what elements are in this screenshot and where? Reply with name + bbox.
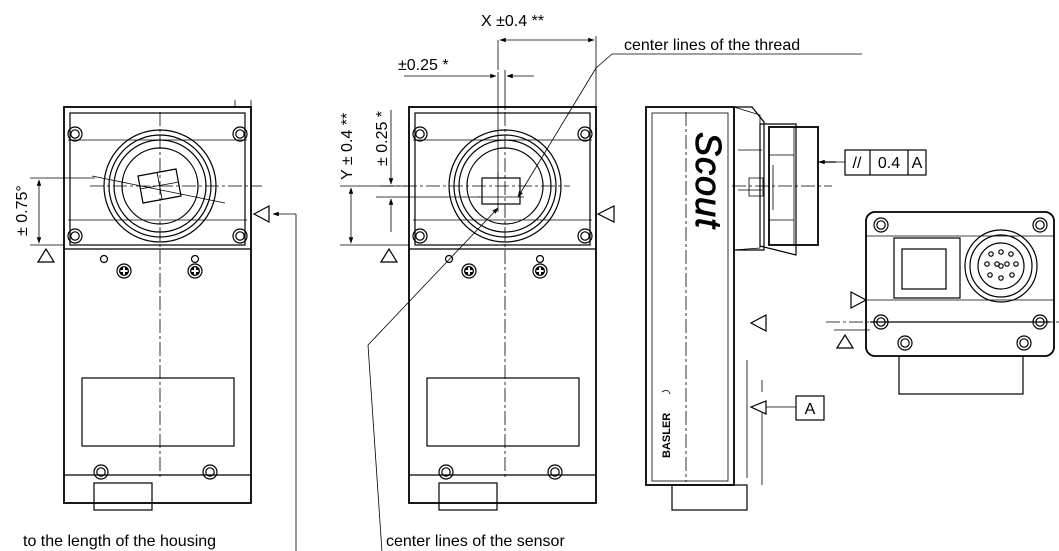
status-panel bbox=[893, 237, 961, 299]
back-view bbox=[826, 211, 1059, 395]
manufacturer-logo: BASLER bbox=[661, 413, 673, 458]
housing-length-label: to the length of the housing bbox=[23, 533, 216, 550]
x-offset-label: ±0.25 * bbox=[398, 57, 449, 74]
front-view-dimensions bbox=[340, 36, 862, 551]
angle-tolerance-label: ± 0.75° bbox=[14, 185, 31, 236]
rotated-sensor bbox=[137, 168, 182, 204]
flatness-symbol: // bbox=[853, 155, 862, 172]
thread-center-lines-label: center lines of the thread bbox=[624, 37, 800, 54]
housing-outline bbox=[408, 106, 597, 504]
brand-lettering: Scout bbox=[688, 132, 729, 230]
flatness-datum: A bbox=[912, 155, 923, 172]
front-view-rotated bbox=[30, 100, 297, 551]
connector-pins bbox=[984, 249, 1019, 281]
side-view: A // 0.4 A Scout BASLER bbox=[645, 106, 927, 511]
y-tolerance-label: Y ± 0.4 ** bbox=[339, 113, 356, 180]
sensor bbox=[481, 177, 521, 205]
flatness-frame bbox=[844, 149, 927, 176]
label-area bbox=[81, 377, 235, 447]
connector-stub bbox=[93, 482, 153, 511]
connector-stub bbox=[898, 355, 1024, 395]
power-connector bbox=[964, 229, 1038, 303]
datum-a-label: A bbox=[805, 401, 816, 418]
flatness-value: 0.4 bbox=[878, 155, 900, 172]
label-area bbox=[426, 377, 580, 447]
x-tolerance-label: X ±0.4 ** bbox=[481, 13, 544, 30]
sensor-center-lines-label: center lines of the sensor bbox=[386, 533, 565, 550]
housing-outline bbox=[63, 106, 252, 504]
connector-stub bbox=[438, 482, 498, 511]
connector-stub bbox=[671, 484, 748, 511]
y-offset-label: ± 0.25 * bbox=[374, 111, 391, 166]
